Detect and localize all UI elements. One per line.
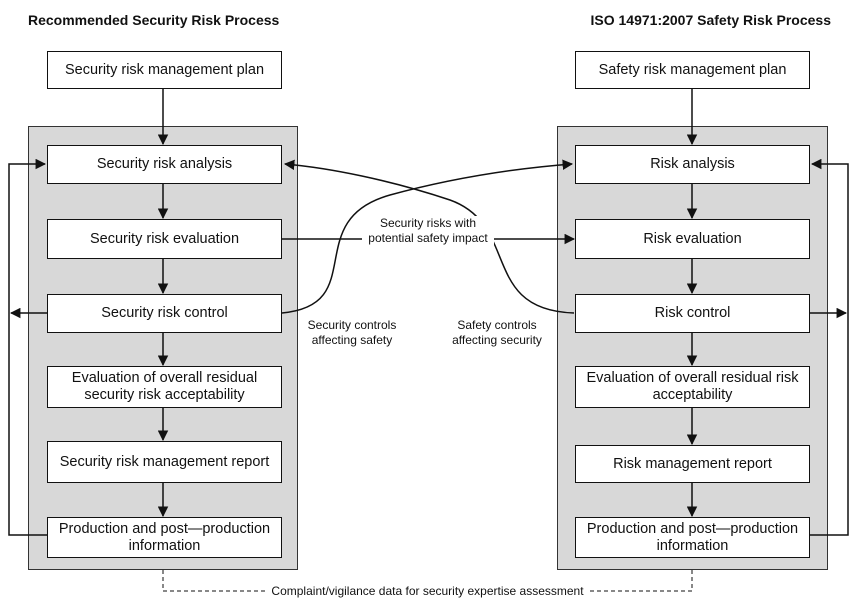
right-production-post-production-info: Production and post—production informati… [575, 517, 810, 558]
curve-sec-control-to-risk-analysis [281, 159, 574, 314]
curve-risk-control-to-sec-analysis [283, 159, 575, 314]
security-risk-management-plan: Security risk management plan [47, 51, 282, 89]
risk-analysis: Risk analysis [575, 145, 810, 184]
evaluation-overall-residual-risk: Evaluation of overall residual risk acce… [575, 366, 810, 408]
complaint-data-dashed-line [162, 570, 693, 592]
label-security-risks-safety-impact: Security risks with potential safety imp… [362, 216, 494, 246]
safety-risk-management-plan: Safety risk management plan [575, 51, 810, 89]
left-process-title: Recommended Security Risk Process [28, 12, 280, 28]
risk-evaluation: Risk evaluation [575, 219, 810, 259]
label-complaint-vigilance-data: Complaint/vigilance data for security ex… [267, 584, 588, 598]
left-feedback-loop [8, 158, 47, 536]
label-security-controls-affecting-safety: Security controls affecting safety [307, 318, 397, 347]
label-safety-controls-affecting-security: Safety controls affecting security [452, 318, 542, 347]
security-risk-control: Security risk control [47, 294, 282, 333]
security-risk-analysis: Security risk analysis [47, 145, 282, 184]
security-risk-evaluation: Security risk evaluation [47, 219, 282, 259]
risk-control: Risk control [575, 294, 810, 333]
bottom-label-row: Complaint/vigilance data for security ex… [0, 584, 855, 598]
right-feedback-loop [809, 158, 849, 536]
security-risk-management-report: Security risk management report [47, 441, 282, 483]
left-production-post-production-info: Production and post—production informati… [47, 517, 282, 558]
risk-management-report: Risk management report [575, 445, 810, 483]
right-process-title: ISO 14971:2007 Safety Risk Process [590, 12, 832, 28]
evaluation-overall-residual-security-risk: Evaluation of overall residual security … [47, 366, 282, 408]
